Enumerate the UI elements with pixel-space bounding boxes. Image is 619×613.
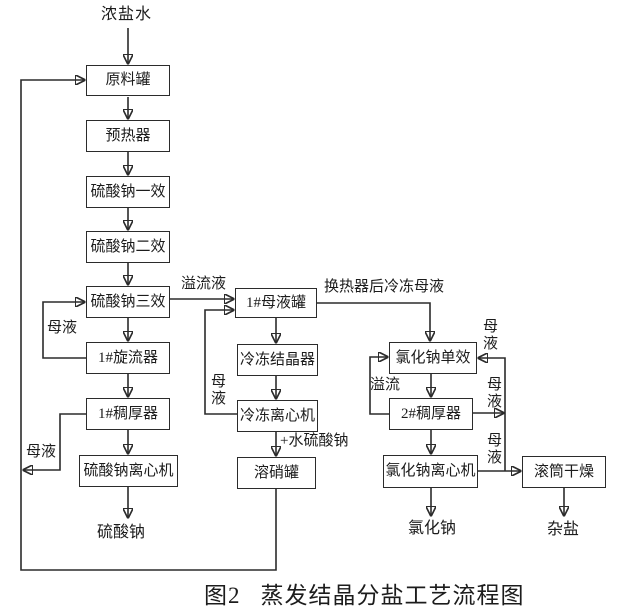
- label-overflow-liquid: 溢流液: [181, 276, 227, 292]
- figure-caption: 图2 蒸发结晶分盐工艺流程图: [204, 576, 525, 610]
- edge-freeze-centrifuge-ml-to-ml-tank1: [204, 310, 237, 415]
- node-na2so4-effect3: 硫酸钠三效: [86, 286, 170, 318]
- label-overflow-thickener2-loop: 溢流: [370, 377, 401, 393]
- node-thickener-2: 2#稠厚器: [389, 398, 473, 430]
- node-drum-dryer: 滚筒干燥: [522, 456, 606, 488]
- label-mother-liquor-freeze-loop: 母液: [210, 374, 226, 407]
- label-mother-liquor-thickener1-loop: 母液: [26, 444, 57, 460]
- label-frozen-mother-liquor-after-hx: 换热器后冷冻母液: [324, 279, 445, 295]
- node-preheater: 预热器: [86, 120, 170, 152]
- label-product-mixed-salt: 杂盐: [547, 521, 580, 538]
- label-mother-liquor-cyclone-loop: 母液: [47, 320, 78, 336]
- node-cyclone-1: 1#旋流器: [86, 342, 170, 374]
- edge-nitrate-tank-recycle-to-raw-tank: [20, 80, 277, 571]
- label-source-stream: 浓盐水: [101, 6, 153, 23]
- edge-ml-tank1-to-nacl-single-effect: [317, 302, 430, 340]
- node-freezing-crystallizer: 冷冻结晶器: [237, 344, 318, 376]
- node-raw-tank: 原料罐: [86, 65, 170, 96]
- node-thickener-1: 1#稠厚器: [86, 398, 170, 430]
- node-freezing-centrifuge: 冷冻离心机: [237, 400, 318, 432]
- node-na2so4-effect2: 硫酸钠二效: [86, 231, 170, 263]
- figure-caption-number: 图2: [204, 583, 241, 608]
- label-mother-liquor-riser-bottom: 母液: [486, 433, 502, 466]
- edge-ml-riser-to-nacl-effect: [479, 358, 506, 471]
- label-product-sodium-chloride: 氯化钠: [408, 520, 457, 537]
- node-na2so4-centrifuge: 硫酸钠离心机: [79, 455, 178, 487]
- label-water-sodium-sulfate: +水硫酸钠: [280, 433, 349, 449]
- node-mother-liquor-tank-1: 1#母液罐: [235, 288, 317, 318]
- edge-thickener1-ml-to-recycle: [24, 413, 86, 470]
- label-product-sodium-sulfate: 硫酸钠: [97, 524, 146, 541]
- node-nitrate-dissolving-tank: 溶硝罐: [237, 457, 316, 489]
- label-mother-liquor-riser-mid: 母液: [486, 377, 502, 410]
- edge-cyclone1-ml-to-effect3: [42, 302, 86, 359]
- node-nacl-single-effect: 氯化钠单效: [389, 342, 477, 374]
- edge-thickener2-overflow-to-nacl-effect: [369, 357, 389, 415]
- node-na2so4-effect1: 硫酸钠一效: [86, 176, 170, 208]
- label-mother-liquor-riser-top: 母液: [482, 319, 498, 352]
- figure-caption-title: 蒸发结晶分盐工艺流程图: [260, 583, 525, 608]
- node-nacl-centrifuge: 氯化钠离心机: [383, 455, 478, 488]
